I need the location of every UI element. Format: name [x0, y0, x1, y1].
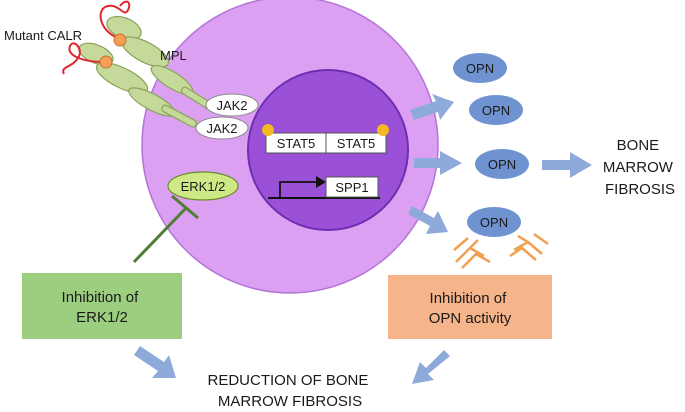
opn-label: OPN: [480, 215, 508, 230]
arrow-to-fibrosis: [542, 152, 592, 178]
mutant-calr-label: Mutant CALR: [4, 28, 82, 43]
opn-label: OPN: [488, 157, 516, 172]
spp1-box: [325, 176, 379, 198]
mpl-label: MPL: [160, 48, 187, 63]
calr-binding-node: [113, 33, 127, 47]
arrows: [134, 94, 592, 384]
arrow-to-reduction: [412, 350, 450, 384]
reduction-label: REDUCTION OF BONE MARROW FIBROSIS: [207, 372, 372, 410]
inhibition-opn-label: Inhibition of OPN activity: [429, 290, 512, 327]
bone-marrow-fibrosis-label: BONE MARROW FIBROSIS: [603, 137, 677, 198]
arrow-to-reduction: [134, 346, 176, 378]
opn-protein: [469, 95, 523, 125]
opn-protein: [453, 53, 507, 83]
spp1-label: SPP1: [335, 180, 368, 195]
erk-oval: [167, 171, 239, 201]
opn-label: OPN: [466, 61, 494, 76]
jak2-oval: [205, 93, 259, 117]
stat5-label: STAT5: [277, 136, 316, 151]
promoter-arrow: [279, 181, 318, 198]
mpl-receptor: [78, 15, 218, 128]
erk-inhibition-line: [132, 206, 188, 264]
mutant-calr: [62, 0, 131, 75]
inhibition-erk-box: [22, 273, 182, 339]
erk-label: ERK1/2: [181, 179, 226, 194]
opn-label: OPN: [482, 103, 510, 118]
arrow-to-opn: [410, 94, 454, 120]
phospho-dot: [262, 124, 274, 136]
jak2-label: JAK2: [206, 121, 237, 136]
jak2-oval: [195, 116, 249, 140]
arrow-to-opn: [414, 151, 462, 175]
phospho-dot: [377, 124, 389, 136]
opn-protein: [475, 149, 529, 179]
stat5-label: STAT5: [337, 136, 376, 151]
promoter-arrowhead: [316, 176, 326, 188]
calr-binding-node: [99, 55, 113, 69]
opn-protein: [467, 207, 521, 237]
inhibition-opn-box: [388, 275, 552, 339]
jak2-label: JAK2: [216, 98, 247, 113]
arrow-to-opn: [408, 206, 448, 234]
anti-opn-antibody: [453, 237, 491, 269]
erk-inhibition-bar: [171, 194, 199, 220]
anti-opn-antibody: [509, 232, 549, 261]
inhibition-erk-label: Inhibition of ERK1/2: [62, 289, 143, 326]
stat5-box: [325, 132, 387, 154]
